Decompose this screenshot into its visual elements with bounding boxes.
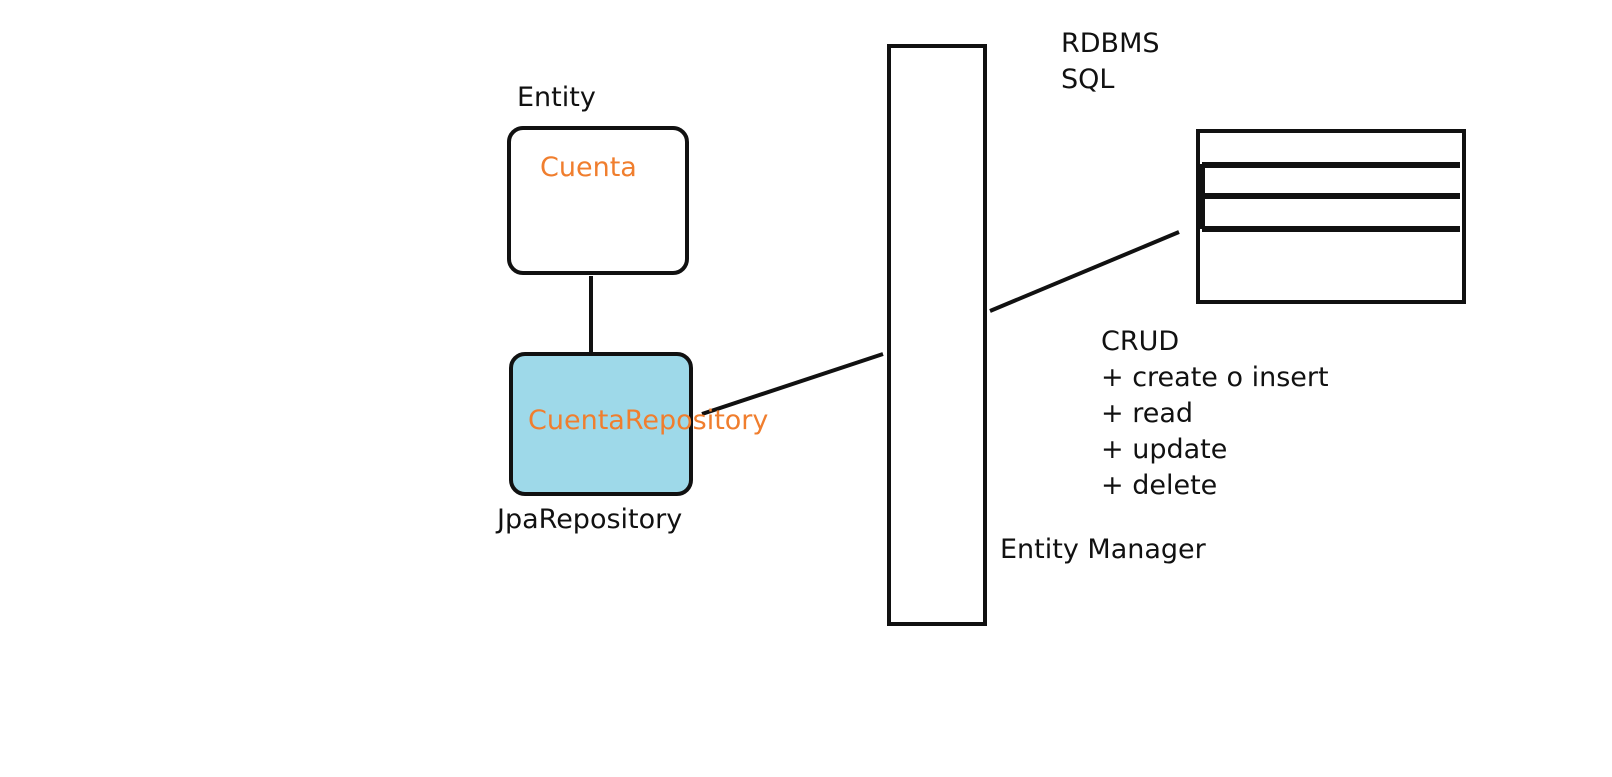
crud-operation-create: + create o insert bbox=[1101, 362, 1329, 393]
crud-operation-read: + read bbox=[1101, 398, 1194, 429]
cuenta-entity-box bbox=[507, 126, 689, 275]
crud-operations-block: CRUD + create o insert + read + update +… bbox=[1101, 324, 1329, 504]
cuenta-repository-box bbox=[509, 352, 693, 496]
entity-manager-bar bbox=[887, 44, 987, 626]
cuenta-repository-class-name: CuentaRepository bbox=[528, 405, 769, 436]
cuenta-class-name: Cuenta bbox=[540, 152, 637, 183]
entity-manager-label: Entity Manager bbox=[1000, 534, 1206, 565]
crud-operation-update: + update bbox=[1101, 434, 1228, 465]
jpa-repository-label: JpaRepository bbox=[497, 504, 683, 535]
database-table-icon bbox=[1196, 129, 1466, 304]
rdbms-label: RDBMS bbox=[1061, 28, 1160, 59]
entity-label: Entity bbox=[517, 82, 596, 113]
crud-operation-delete: + delete bbox=[1101, 470, 1218, 501]
repository-manager-connector bbox=[701, 352, 884, 416]
manager-database-connector bbox=[989, 230, 1180, 313]
rdbms-label-block: RDBMS SQL bbox=[1061, 26, 1160, 98]
sql-label: SQL bbox=[1061, 64, 1115, 95]
crud-title: CRUD bbox=[1101, 326, 1180, 357]
